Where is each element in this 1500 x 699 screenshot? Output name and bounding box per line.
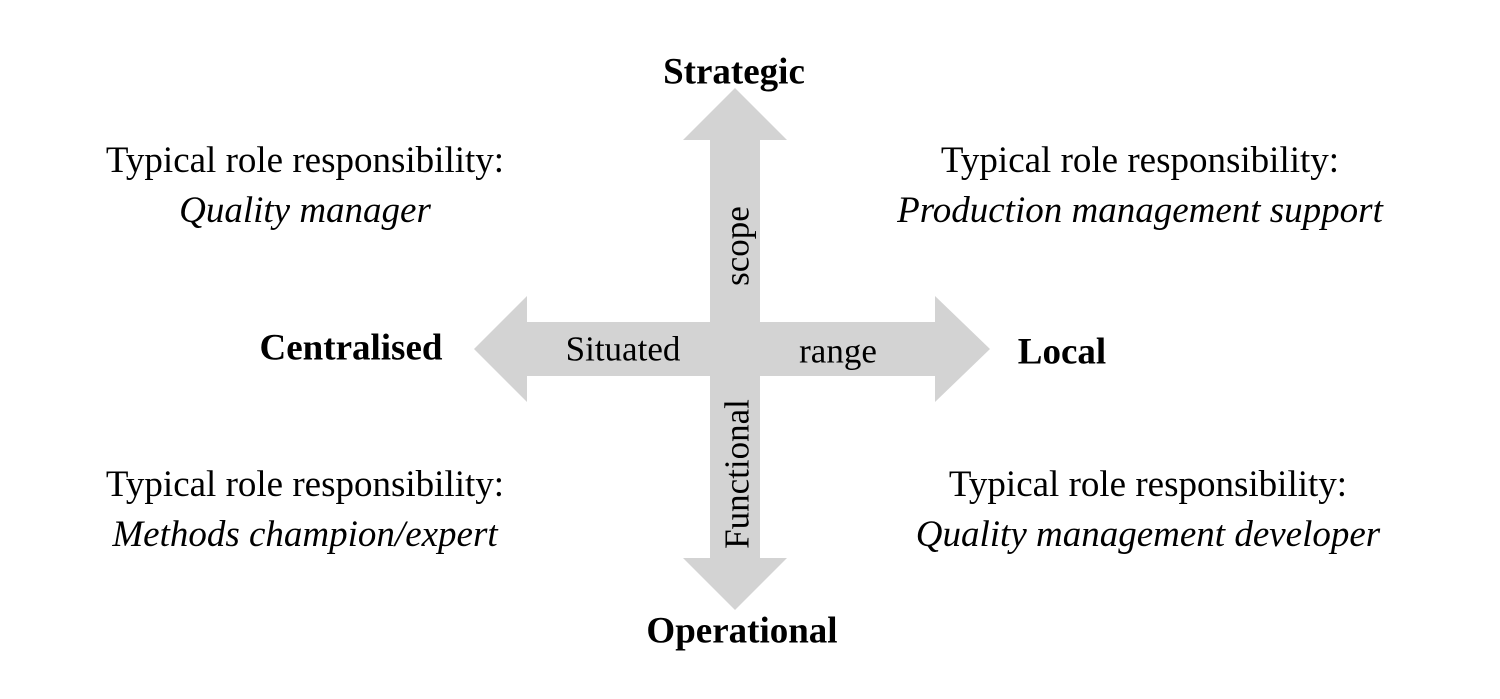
axis-label-scope: scope [717,206,757,286]
quadrant-heading: Typical role responsibility: [940,140,1340,181]
pole-operational: Operational [646,610,838,652]
pole-local: Local [1017,331,1107,373]
pole-centralised: Centralised [259,327,443,369]
quadrant-bottom-left: Typical role responsibility: Methods cha… [25,460,585,560]
quadrant-role: Methods champion/expert [112,514,498,555]
quadrant-role: Production management support [897,190,1383,231]
quadrant-heading: Typical role responsibility: [105,140,505,181]
quadrant-top-right: Typical role responsibility: Production … [860,136,1420,236]
axis-label-functional: Functional [717,399,757,549]
quadrant-heading: Typical role responsibility: [105,464,505,505]
quadrant-heading: Typical role responsibility: [948,464,1348,505]
pole-strategic: Strategic [663,51,805,93]
axis-label-range: range [799,331,877,371]
quadrant-bottom-right: Typical role responsibility: Quality man… [868,460,1428,560]
quadrant-role: Quality manager [179,190,431,231]
quadrant-role: Quality management developer [915,514,1381,555]
four-way-arrow-shape [474,88,990,610]
axis-label-situated: Situated [565,329,681,369]
quadrant-top-left: Typical role responsibility: Quality man… [25,136,585,236]
